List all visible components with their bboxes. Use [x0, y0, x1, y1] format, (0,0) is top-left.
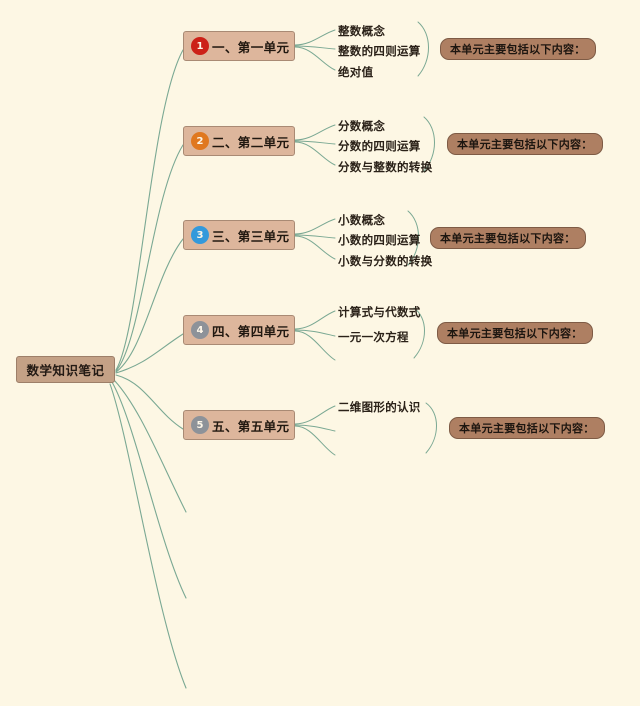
edge-unit4-topic2	[294, 329, 336, 337]
unit-label-2: 二、第二单元	[212, 134, 290, 150]
topic-1-1[interactable]: 整数概念	[338, 24, 386, 38]
edge-unit4-empty	[294, 330, 336, 361]
unit-node-2[interactable]: 2 二、第二单元	[183, 126, 295, 156]
edge-root-unit4	[115, 333, 184, 374]
unit-badge-3: 3	[191, 226, 209, 244]
note-box-2[interactable]: 本单元主要包括以下内容：	[447, 133, 603, 155]
edge-root-unit5	[115, 374, 184, 430]
unit-node-1[interactable]: 1 一、第一单元	[183, 31, 295, 61]
unit-badge-4: 4	[191, 321, 209, 339]
edge-root-unit2	[115, 144, 184, 372]
brace-unit5	[425, 402, 437, 454]
edge-unit3-topic1	[294, 218, 336, 235]
note-text-1: 本单元主要包括以下内容：	[450, 43, 586, 56]
edge-unit5-empty2	[294, 425, 336, 456]
edge-root-empty2	[111, 381, 187, 599]
topic-3-3[interactable]: 小数与分数的转换	[338, 254, 433, 268]
note-text-2: 本单元主要包括以下内容：	[457, 138, 593, 151]
edge-unit5-empty1	[294, 424, 336, 432]
edge-unit2-topic3	[294, 141, 336, 166]
topic-3-2[interactable]: 小数的四则运算	[338, 233, 421, 247]
unit-badge-5: 5	[191, 416, 209, 434]
edge-unit1-topic3	[294, 46, 336, 71]
edge-unit1-topic1	[294, 29, 336, 46]
topic-5-1[interactable]: 二维图形的认识	[338, 400, 421, 414]
edge-unit2-topic1	[294, 124, 336, 141]
edge-root-empty3	[109, 383, 187, 689]
topic-2-3[interactable]: 分数与整数的转换	[338, 160, 433, 174]
edge-root-empty1	[113, 379, 187, 513]
unit-label-5: 五、第五单元	[212, 418, 290, 434]
note-box-4[interactable]: 本单元主要包括以下内容：	[437, 322, 593, 344]
unit-label-3: 三、第三单元	[212, 228, 290, 244]
topic-1-3[interactable]: 绝对值	[338, 65, 374, 79]
edge-unit3-topic3	[294, 235, 336, 260]
unit-node-5[interactable]: 5 五、第五单元	[183, 410, 295, 440]
note-text-3: 本单元主要包括以下内容：	[440, 232, 576, 245]
edge-unit4-topic1	[294, 310, 336, 330]
edge-unit5-topic1	[294, 405, 336, 425]
edge-unit1-topic2	[294, 45, 336, 50]
edge-unit2-topic2	[294, 140, 336, 145]
topic-2-2[interactable]: 分数的四则运算	[338, 139, 421, 153]
unit-badge-2: 2	[191, 132, 209, 150]
topic-1-2[interactable]: 整数的四则运算	[338, 44, 421, 58]
edge-unit3-topic2	[294, 234, 336, 239]
unit-label-4: 四、第四单元	[212, 323, 290, 339]
root-node-label: 数学知识笔记	[26, 363, 105, 378]
root-node[interactable]: 数学知识笔记	[16, 356, 115, 383]
edge-root-unit3	[115, 238, 184, 373]
unit-node-3[interactable]: 3 三、第三单元	[183, 220, 295, 250]
note-box-3[interactable]: 本单元主要包括以下内容：	[430, 227, 586, 249]
unit-label-1: 一、第一单元	[212, 39, 290, 55]
note-text-5: 本单元主要包括以下内容：	[459, 422, 595, 435]
topic-4-2[interactable]: 一元一次方程	[338, 330, 409, 344]
note-box-5[interactable]: 本单元主要包括以下内容：	[449, 417, 605, 439]
edge-root-unit1	[115, 49, 184, 371]
note-box-1[interactable]: 本单元主要包括以下内容：	[440, 38, 596, 60]
topic-2-1[interactable]: 分数概念	[338, 119, 386, 133]
unit-badge-1: 1	[191, 37, 209, 55]
topic-3-1[interactable]: 小数概念	[338, 213, 386, 227]
topic-4-1[interactable]: 计算式与代数式	[338, 305, 421, 319]
note-text-4: 本单元主要包括以下内容：	[447, 327, 583, 340]
unit-node-4[interactable]: 4 四、第四单元	[183, 315, 295, 345]
